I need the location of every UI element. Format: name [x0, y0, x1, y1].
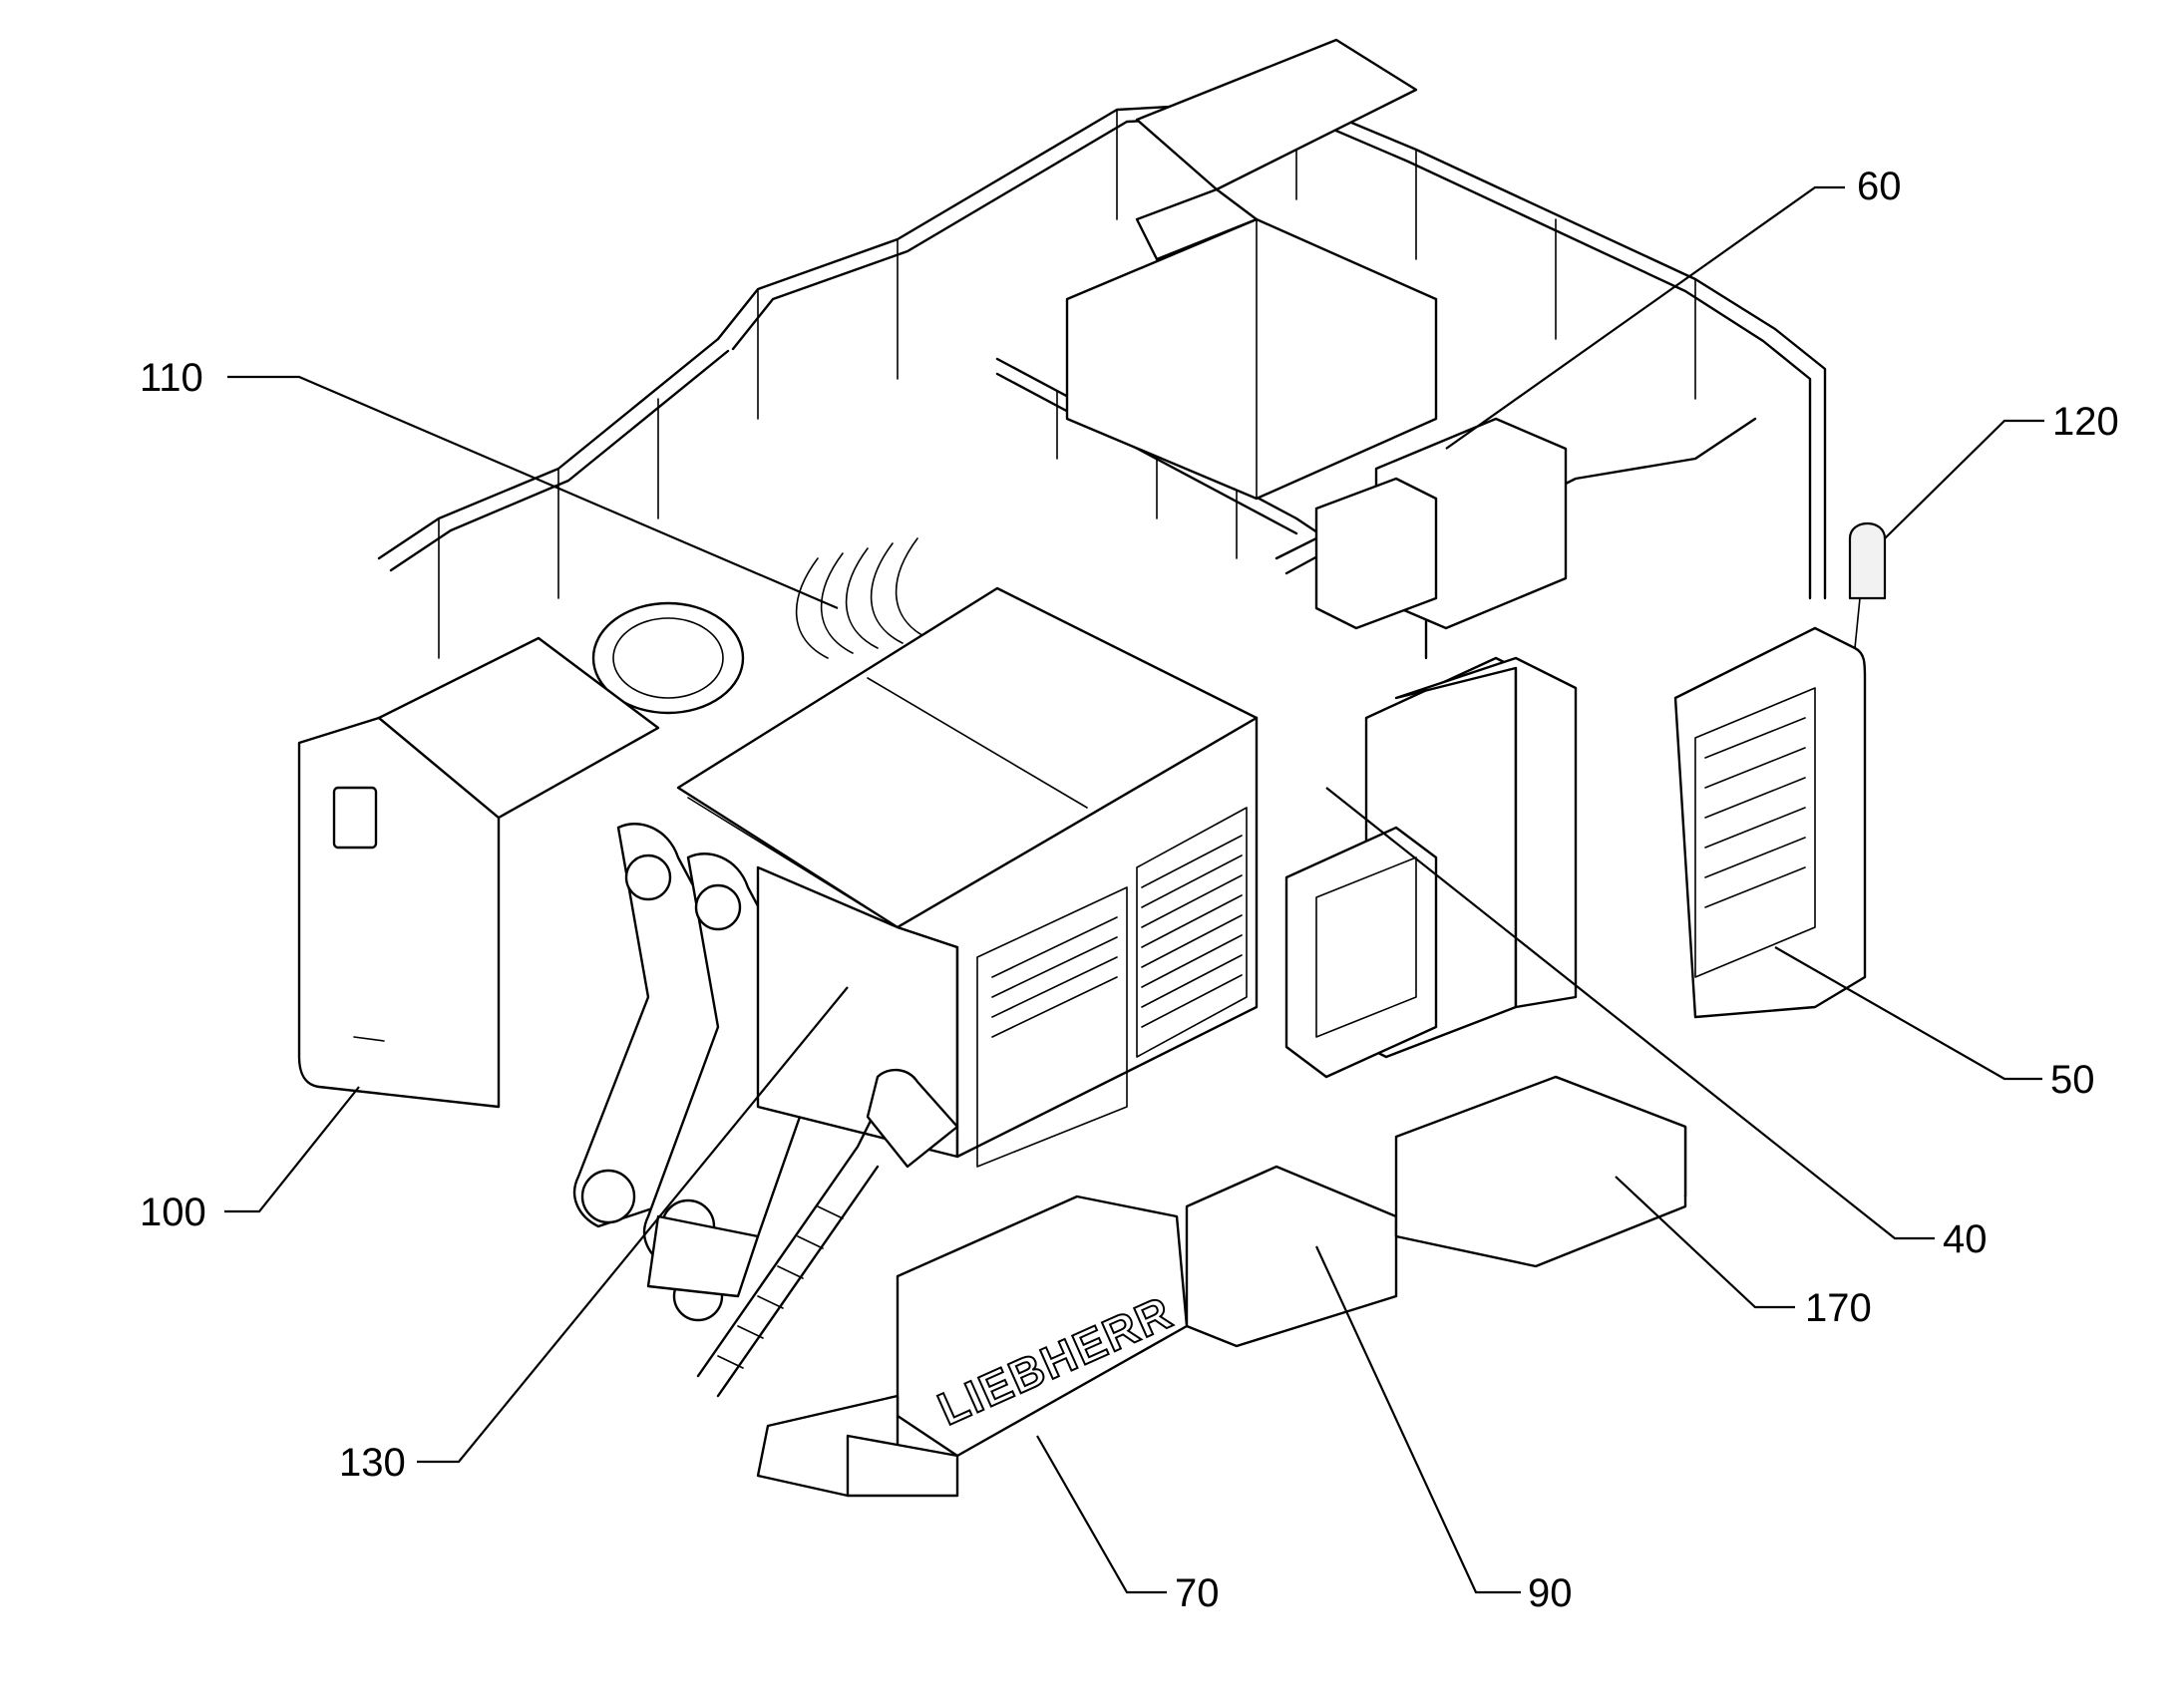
label-40: 40 — [1943, 1217, 1988, 1261]
label-110: 110 — [140, 356, 203, 400]
leader-lines — [224, 185, 2044, 1594]
leader-40 — [1325, 787, 1935, 1240]
lower-enclosures: LIEBHERR — [756, 1075, 1687, 1498]
leader-170 — [1615, 1176, 1795, 1309]
leader-90 — [1315, 1245, 1521, 1594]
right-cabinets — [1284, 522, 1887, 1079]
leader-70 — [1036, 1435, 1167, 1594]
leader-130 — [417, 986, 849, 1464]
leader-110 — [227, 375, 839, 610]
label-60: 60 — [1857, 165, 1902, 208]
leader-60 — [1445, 185, 1845, 450]
label-120: 120 — [2052, 400, 2119, 444]
leader-100 — [224, 1086, 360, 1213]
stairway — [696, 1068, 959, 1398]
label-170: 170 — [1805, 1286, 1872, 1330]
label-90: 90 — [1528, 1571, 1573, 1615]
label-130: 130 — [339, 1441, 406, 1485]
leader-120 — [1884, 419, 2044, 539]
leader-50 — [1774, 946, 2042, 1081]
label-70: 70 — [1175, 1571, 1220, 1615]
upper-module-60 — [1065, 38, 1568, 630]
label-100: 100 — [140, 1191, 206, 1234]
engine-housing-130 — [676, 586, 1259, 1168]
counterweight-100 — [297, 636, 660, 1109]
reference-numerals: 60 110 120 50 40 170 100 130 70 90 — [140, 165, 2119, 1615]
label-50: 50 — [2050, 1058, 2095, 1102]
